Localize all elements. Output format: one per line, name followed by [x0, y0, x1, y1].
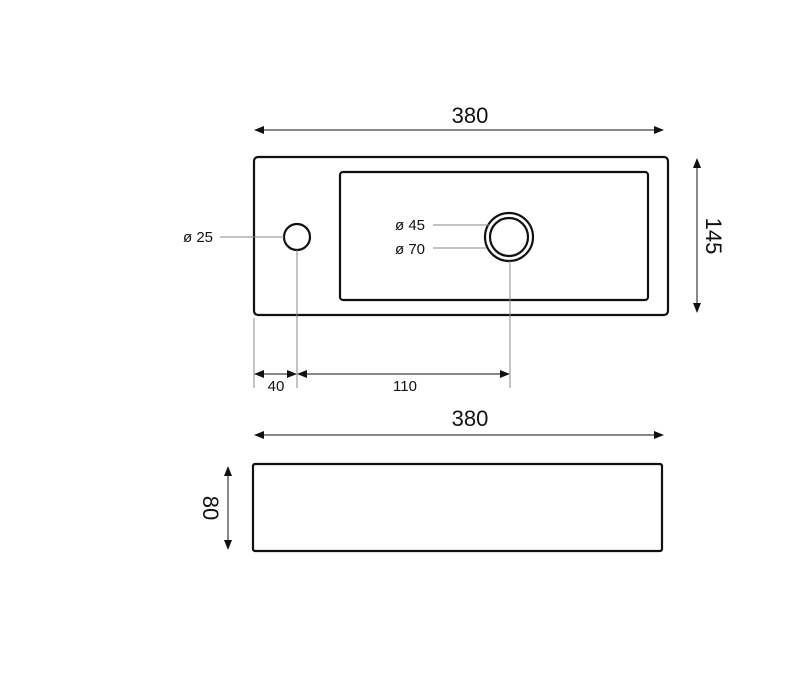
bowl-outline: [338, 170, 650, 302]
tap-offset-label: 40: [268, 378, 285, 395]
side-outline: [251, 462, 664, 553]
side-view: 380 80: [198, 406, 664, 553]
height-label: 80: [198, 496, 223, 520]
tap-hole-label: ø 25: [183, 229, 213, 246]
drain-inner-label: ø 45: [395, 217, 425, 234]
tap-hole: [282, 222, 312, 252]
top-width-label: 380: [452, 103, 489, 128]
side-width-label: 380: [452, 406, 489, 431]
basin-outline: [252, 155, 670, 317]
drain-offset-label: 110: [393, 378, 417, 395]
drain-inner: [488, 216, 530, 258]
drain-outer: [483, 211, 535, 263]
depth-label: 145: [701, 218, 726, 255]
drain-outer-label: ø 70: [395, 241, 425, 258]
top-view: 380 ø 25 ø 45 ø 70 145 40 110: [183, 103, 726, 395]
